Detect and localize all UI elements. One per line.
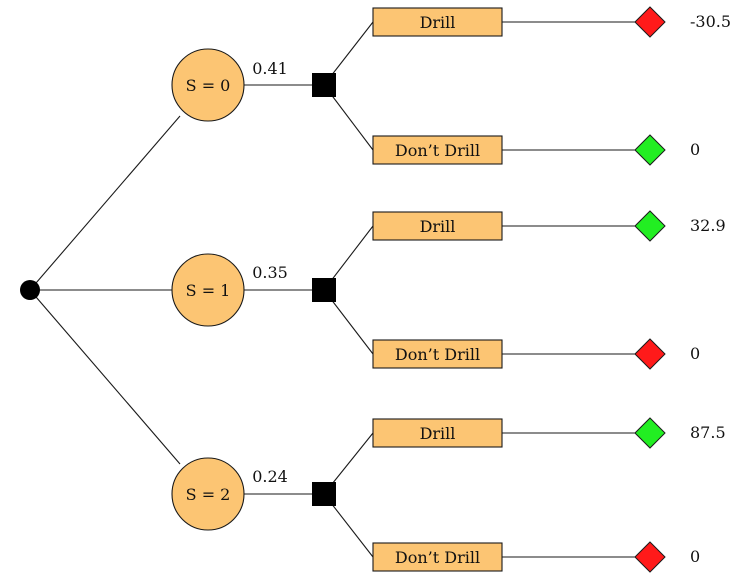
action-label: Drill	[420, 217, 456, 236]
action-drill-s1: Drill	[372, 211, 503, 241]
decision-node-s0	[312, 73, 336, 97]
action-label: Don’t Drill	[395, 141, 480, 160]
chance-node-label: S = 2	[186, 485, 231, 504]
terminal-diamond	[634, 210, 666, 242]
chance-node-label: S = 0	[186, 76, 231, 95]
action-label: Don’t Drill	[395, 345, 480, 364]
action-drill-s0: Drill	[372, 7, 503, 37]
root-node	[20, 280, 40, 300]
probability-label: 0.41	[252, 59, 288, 78]
action-drill-s2: Drill	[372, 418, 503, 448]
decision-node-s2	[312, 482, 336, 506]
terminal-diamond	[634, 417, 666, 449]
payoff-value: 87.5	[690, 423, 726, 442]
chance-node-s0: S = 0	[171, 48, 245, 122]
probability-label: 0.24	[252, 467, 288, 486]
action-dontdrill-s1: Don’t Drill	[372, 339, 503, 369]
terminal-diamond	[634, 6, 666, 38]
edge-root-s0	[29, 115, 181, 291]
action-label: Drill	[420, 13, 456, 32]
chance-node-s1: S = 1	[171, 253, 245, 327]
action-label: Drill	[420, 424, 456, 443]
payoff-value: -30.5	[690, 12, 731, 31]
payoff-value: 0	[690, 140, 700, 159]
probability-label: 0.35	[252, 263, 288, 282]
payoff-value: 0	[690, 547, 700, 566]
terminal-diamond	[634, 338, 666, 370]
decision-node-s1	[312, 278, 336, 302]
terminal-diamond	[634, 541, 666, 573]
action-dontdrill-s2: Don’t Drill	[372, 542, 503, 572]
chance-node-s2: S = 2	[171, 457, 245, 531]
chance-node-label: S = 1	[186, 281, 231, 300]
terminal-diamond	[634, 134, 666, 166]
edge-root-s2	[29, 289, 181, 465]
payoff-value: 0	[690, 344, 700, 363]
action-dontdrill-s0: Don’t Drill	[372, 135, 503, 165]
payoff-value: 32.9	[690, 216, 726, 235]
action-label: Don’t Drill	[395, 548, 480, 567]
